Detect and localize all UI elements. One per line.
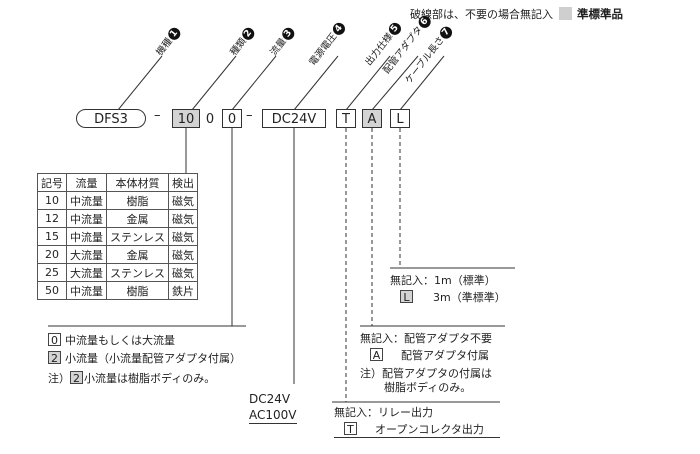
voltage-option-dc24v: DC24V xyxy=(249,392,291,406)
table-cell: ステンレス xyxy=(106,263,169,282)
flow-option-0: 0 中流量もしくは大流量 xyxy=(48,332,175,348)
flow-option-2-code: 2 xyxy=(48,351,61,365)
code-model: DFS3 xyxy=(76,109,146,128)
table-row: 15 中流量 ステンレス 磁気 xyxy=(37,227,198,246)
table-cell: ステンレス xyxy=(106,227,169,246)
output-underline xyxy=(334,437,500,438)
code-output: T xyxy=(336,109,356,128)
table-cell: 12 xyxy=(37,209,67,228)
adapter-option-a: A 配管アダプタ付属 xyxy=(370,347,489,363)
flow-note-code: 2 xyxy=(70,371,83,385)
table-row: 10 中流量 樹脂 磁気 xyxy=(37,191,198,210)
voltage-option-ac100v: AC100V xyxy=(249,408,297,424)
table-cell: 磁気 xyxy=(168,191,198,210)
adapter-option-none: 無記入：配管アダプタ不要 xyxy=(360,332,492,345)
code-type: 10 xyxy=(172,109,200,128)
table-cell: 樹脂 xyxy=(106,281,169,300)
table-cell: 10 xyxy=(37,191,67,210)
table-cell: 50 xyxy=(37,281,67,300)
code-cable: L xyxy=(390,109,410,128)
table-cell: 15 xyxy=(37,227,67,246)
code-voltage: DC24V xyxy=(262,109,326,128)
cable-option-none: 無記入：1m（標準） xyxy=(390,274,496,287)
legend-standard-label: 準標準品 xyxy=(577,7,623,21)
output-option-t-code: T xyxy=(344,422,357,436)
flow-option-2: 2 小流量（小流量配管アダプタ付属） xyxy=(48,350,241,366)
code-adapter: A xyxy=(362,109,382,128)
table-cell: 25 xyxy=(37,263,67,282)
table-row: 20 大流量 金属 磁気 xyxy=(37,245,198,264)
table-cell: 中流量 xyxy=(66,191,107,210)
legend: 破線部は、不要の場合無記入 準標準品 xyxy=(410,6,623,22)
table-cell: 金属 xyxy=(106,245,169,264)
table-header: 検出 xyxy=(168,173,198,192)
table-header: 本体材質 xyxy=(106,173,169,192)
table-header: 記号 xyxy=(37,173,67,192)
table-header-row: 記号 流量 本体材質 検出 xyxy=(37,173,198,192)
cable-option-l-code: L xyxy=(400,290,413,304)
table-cell: 金属 xyxy=(106,209,169,228)
table-cell: 20 xyxy=(37,245,67,264)
adapter-note-1: 注）配管アダプタの付属は xyxy=(360,367,492,380)
flow-note-text: 小流量は樹脂ボディのみ。 xyxy=(84,372,216,385)
table-cell: 磁気 xyxy=(168,227,198,246)
code-flow: 0 xyxy=(222,109,242,128)
standard-swatch xyxy=(558,7,572,20)
code-separator-2: – xyxy=(246,108,253,123)
code-type-zero: 0 xyxy=(202,109,218,128)
table-cell: 磁気 xyxy=(168,263,198,282)
cable-option-l: L 3m（準標準） xyxy=(400,289,506,305)
cable-option-l-text: 3m（準標準） xyxy=(433,291,506,304)
table-cell: 樹脂 xyxy=(106,191,169,210)
output-option-none: 無記入：リレー出力 xyxy=(334,406,433,419)
table-cell: 中流量 xyxy=(66,209,107,228)
table-cell: 磁気 xyxy=(168,245,198,264)
table-cell: 磁気 xyxy=(168,209,198,228)
table-cell: 中流量 xyxy=(66,227,107,246)
table-row: 50 中流量 樹脂 鉄片 xyxy=(37,281,198,300)
flow-option-0-code: 0 xyxy=(48,333,61,347)
table-cell: 大流量 xyxy=(66,245,107,264)
flow-option-2-text: 小流量（小流量配管アダプタ付属） xyxy=(65,352,241,365)
spec-table: 記号 流量 本体材質 検出 10 中流量 樹脂 磁気 12 中流量 金属 磁気 … xyxy=(37,173,198,300)
table-cell: 鉄片 xyxy=(168,281,198,300)
adapter-option-a-text: 配管アダプタ付属 xyxy=(401,349,489,362)
table-cell: 大流量 xyxy=(66,263,107,282)
code-separator: – xyxy=(154,108,161,123)
table-row: 25 大流量 ステンレス 磁気 xyxy=(37,263,198,282)
adapter-note-2: 樹脂ボディのみ。 xyxy=(384,381,472,394)
table-cell: 中流量 xyxy=(66,281,107,300)
output-option-t: T オープンコレクタ出力 xyxy=(344,421,484,437)
flow-note-prefix: 注） xyxy=(48,372,70,385)
table-header: 流量 xyxy=(66,173,107,192)
adapter-option-a-code: A xyxy=(370,348,383,362)
table-row: 12 中流量 金属 磁気 xyxy=(37,209,198,228)
legend-note: 破線部は、不要の場合無記入 xyxy=(410,8,553,21)
flow-option-0-text: 中流量もしくは大流量 xyxy=(65,334,175,347)
output-option-t-text: オープンコレクタ出力 xyxy=(375,423,484,436)
